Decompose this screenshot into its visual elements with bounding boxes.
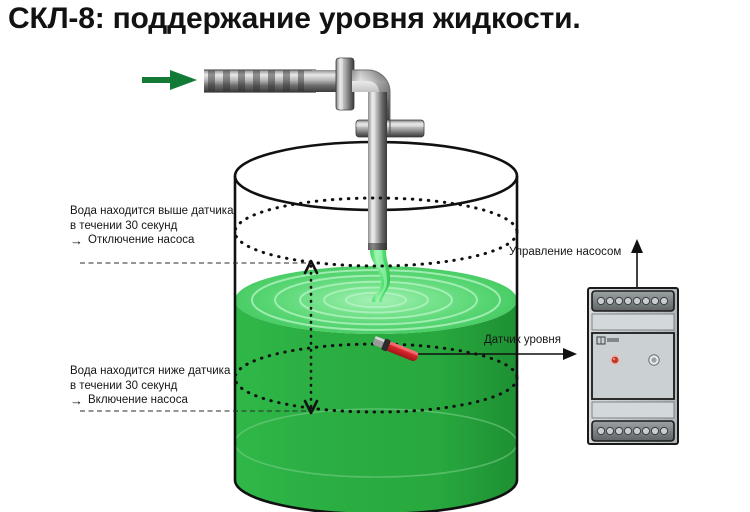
inflow-arrow-icon — [142, 70, 197, 90]
power-led — [609, 354, 621, 366]
annotation-high-level: Вода находится выше датчика в течении 30… — [70, 204, 233, 248]
arrow-right-icon: → — [70, 392, 83, 408]
level-sensor-probe — [372, 336, 452, 362]
arrow-right-icon: → — [70, 232, 83, 248]
level-range-dimension — [303, 259, 319, 415]
pipe-flange-horizontal — [355, 119, 425, 138]
upper-threshold-ellipse — [233, 196, 519, 268]
annotation-high-line1: Вода находится выше датчика — [70, 205, 234, 217]
downpipe — [368, 92, 387, 250]
annotation-high-action: Отключение насоса — [88, 234, 195, 246]
annotation-low-line2: в течении 30 секунд — [70, 379, 178, 392]
label-pump-control: Управление насосом — [509, 246, 622, 258]
annotation-high-action-row: → Отключение насоса — [70, 233, 233, 248]
device-logo-icon — [596, 336, 619, 345]
tank-liquid — [234, 266, 518, 512]
annotation-low-level: Вода находится ниже датчика в течении 30… — [70, 364, 230, 408]
up-arrow-icon — [631, 239, 643, 288]
water-stream — [370, 250, 390, 302]
terminal-screws-bottom — [596, 426, 669, 436]
right-arrow-icon — [452, 348, 577, 360]
tank-walls — [233, 176, 519, 512]
label-level-sensor: Датчик уровня — [484, 334, 561, 346]
lower-threshold-ellipse — [233, 342, 519, 414]
annotation-low-line1: Вода находится ниже датчика — [70, 365, 231, 377]
annotation-low-action: Включение насоса — [88, 394, 188, 406]
page-title: СКЛ-8: поддержание уровня жидкости. — [8, 2, 581, 35]
level-control-relay[interactable] — [587, 287, 679, 445]
annotation-high-line2: в течении 30 секунд — [70, 219, 178, 232]
relay-led[interactable] — [648, 354, 660, 366]
terminal-screws-top — [596, 296, 669, 306]
inlet-pipe — [204, 69, 342, 93]
pipe-flange-vertical — [335, 57, 355, 111]
annotation-low-action-row: → Включение насоса — [70, 393, 230, 408]
